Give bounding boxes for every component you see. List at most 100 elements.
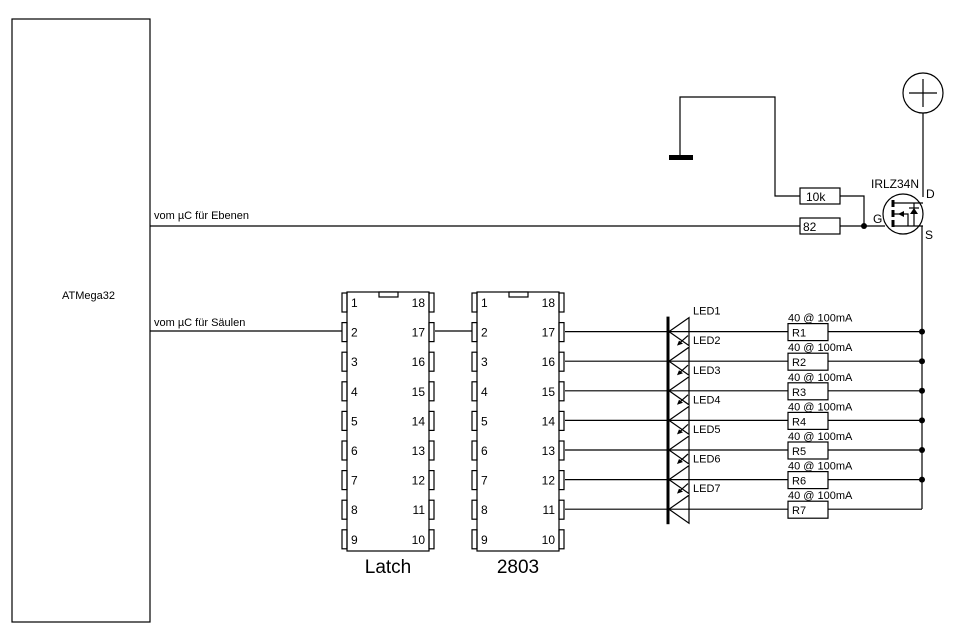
resistor-gate-label: 82 (803, 220, 817, 234)
pin-stub (428, 410, 435, 431)
pin-number: 6 (351, 444, 358, 458)
junction-dot (919, 447, 925, 453)
mosfet-gate-label: G (873, 212, 882, 226)
pin-stub (471, 381, 478, 402)
pin-stub (558, 292, 565, 313)
led-row: R5 LED5 40 @ 100mA (565, 424, 925, 466)
led-icon (667, 346, 690, 377)
pin-stub (428, 529, 435, 550)
led-label: LED5 (693, 424, 721, 436)
pin-number: 18 (412, 296, 426, 310)
pin-stub (471, 410, 478, 431)
pin-stub (428, 351, 435, 372)
pin-number: 14 (542, 414, 556, 428)
pin-stub (471, 440, 478, 461)
pin-stub (428, 322, 435, 343)
led-resistor-label: R3 (792, 387, 806, 399)
pin-number: 9 (481, 533, 488, 547)
pin-number: 14 (412, 414, 426, 428)
resistor-value: 40 @ 100mA (788, 431, 853, 443)
pin-stub (558, 470, 565, 491)
pin-number: 17 (542, 326, 556, 340)
led-label: LED6 (693, 454, 721, 466)
led-row: R4 LED4 40 @ 100mA (565, 394, 925, 436)
pin-number: 2 (351, 326, 358, 340)
pin-stub (341, 351, 348, 372)
pin-stub (341, 381, 348, 402)
pin-stub (341, 322, 348, 343)
pin-number: 15 (542, 385, 556, 399)
junction-dot (919, 387, 925, 394)
pin-number: 18 (542, 296, 556, 310)
pin-stub (558, 440, 565, 461)
pin-stub (471, 292, 478, 313)
pin-number: 9 (351, 533, 358, 547)
pin-number: 4 (351, 385, 358, 399)
mosfet-source-label: S (925, 228, 933, 242)
pin-stub (558, 322, 565, 343)
pin-number: 7 (351, 474, 358, 488)
pin-stub (471, 322, 478, 343)
chip-label: 2803 (497, 557, 539, 578)
pin-stub (428, 499, 435, 520)
resistor-value: 40 @ 100mA (788, 490, 853, 502)
pin-number: 10 (542, 533, 556, 547)
led-label: LED3 (693, 365, 721, 377)
pin-stub (428, 292, 435, 313)
pin-number: 7 (481, 474, 488, 488)
pin-stub (341, 499, 348, 520)
pin-stub (428, 381, 435, 402)
chip-notch (508, 291, 529, 298)
pin-number: 6 (481, 444, 488, 458)
led-resistor (787, 441, 829, 460)
led-icon (667, 494, 690, 525)
pin-number: 5 (481, 414, 488, 428)
led-resistor (787, 471, 829, 490)
chip-notch (378, 291, 399, 298)
pin-stub (471, 529, 478, 550)
atmega32-block (11, 18, 151, 623)
pin-number: 8 (351, 503, 358, 517)
wire-saeulen-label: vom µC für Säulen (154, 317, 245, 329)
pin-number: 3 (481, 355, 488, 369)
led-row: R3 LED3 40 @ 100mA (565, 365, 925, 406)
pin-number: 1 (481, 296, 488, 310)
led-label: LED4 (693, 394, 721, 406)
pin-number: 15 (412, 385, 426, 399)
pin-stub (471, 351, 478, 372)
led-resistor-label: R7 (792, 505, 806, 517)
led-label: LED1 (693, 306, 721, 318)
pin-number: 16 (542, 355, 556, 369)
pin-stub (558, 381, 565, 402)
led-icon (667, 375, 690, 406)
pin-number: 13 (412, 444, 426, 458)
wire-ground (679, 96, 800, 197)
pin-stub (341, 292, 348, 313)
pin-number: 2 (481, 326, 488, 340)
mosfet-name: IRLZ34N (871, 177, 919, 191)
pin-number: 5 (351, 414, 358, 428)
resistor-value: 40 @ 100mA (788, 313, 853, 325)
pin-number: 8 (481, 503, 488, 517)
pin-stub (341, 410, 348, 431)
wire-pulldown (840, 195, 865, 226)
pin-number: 11 (543, 503, 556, 517)
junction-dot (919, 417, 925, 424)
pin-stub (558, 410, 565, 431)
pin-stub (471, 470, 478, 491)
led-resistor-label: R5 (792, 446, 806, 458)
pin-stub (471, 499, 478, 520)
led-resistor (787, 352, 829, 371)
resistor-value: 40 @ 100mA (788, 401, 853, 413)
mosfet-drain-label: D (926, 187, 935, 201)
pin-stub (558, 529, 565, 550)
resistor-pulldown-label: 10k (806, 190, 826, 204)
resistor-value: 40 @ 100mA (788, 372, 853, 384)
led-resistor-label: R2 (792, 357, 806, 369)
pin-number: 16 (412, 355, 426, 369)
led-resistor-label: R4 (792, 416, 806, 428)
pin-number: 12 (542, 474, 556, 488)
